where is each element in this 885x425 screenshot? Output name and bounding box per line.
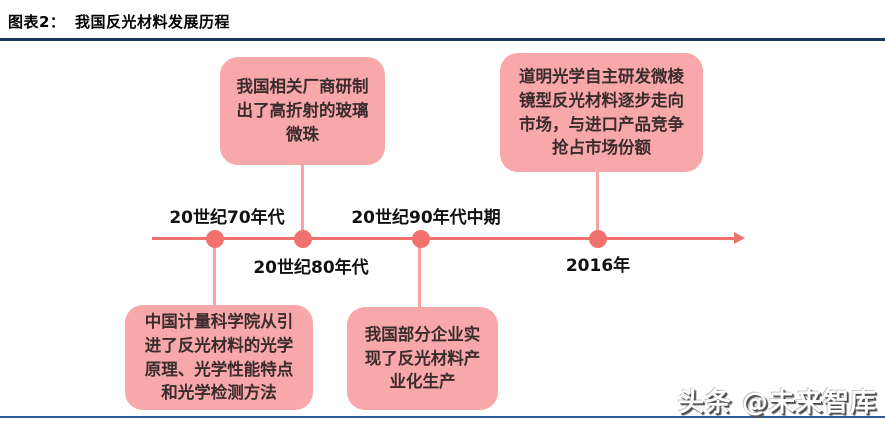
year-label-1970s: 20世纪70年代 [169, 208, 285, 228]
connector-1990s-event [418, 239, 421, 309]
arrow-right-icon [734, 232, 745, 244]
connector-1970s-event [213, 239, 216, 307]
year-label-2016: 2016年 [565, 256, 631, 276]
timeline-dot-1980s [294, 230, 312, 248]
event-box-1990s: 我国部分企业实 现了反光材料产 业化生产 [347, 307, 498, 410]
timeline-dot-1970s [206, 230, 224, 248]
year-label-1980s: 20世纪80年代 [253, 258, 369, 278]
timeline-dot-2016 [589, 230, 607, 248]
event-box-1970s: 中国计量科学院从引 进了反光材料的光学 原理、光学性能特点 和光学检测方法 [125, 305, 313, 410]
event-box-2016: 道明光学自主研发微棱 镜型反光材料逐步走向 市场，与进口产品竞争 抢占市场份额 [500, 53, 703, 172]
header-divider-line [0, 38, 885, 41]
watermark-toutiao: 头条 @未来智库 [677, 388, 877, 418]
figure-number-label: 图表2： [8, 13, 66, 31]
connector-1980s-event [301, 160, 304, 239]
figure-title: 我国反光材料发展历程 [75, 13, 231, 31]
connector-2016-event [596, 168, 599, 239]
timeline-axis-line [152, 237, 737, 240]
event-box-1980s: 我国相关厂商研制 出了高折射的玻璃 微珠 [220, 57, 385, 165]
footer-divider-line [0, 416, 885, 418]
timeline-dot-1990s [412, 230, 430, 248]
year-label-1990s: 20世纪90年代中期 [351, 208, 501, 228]
